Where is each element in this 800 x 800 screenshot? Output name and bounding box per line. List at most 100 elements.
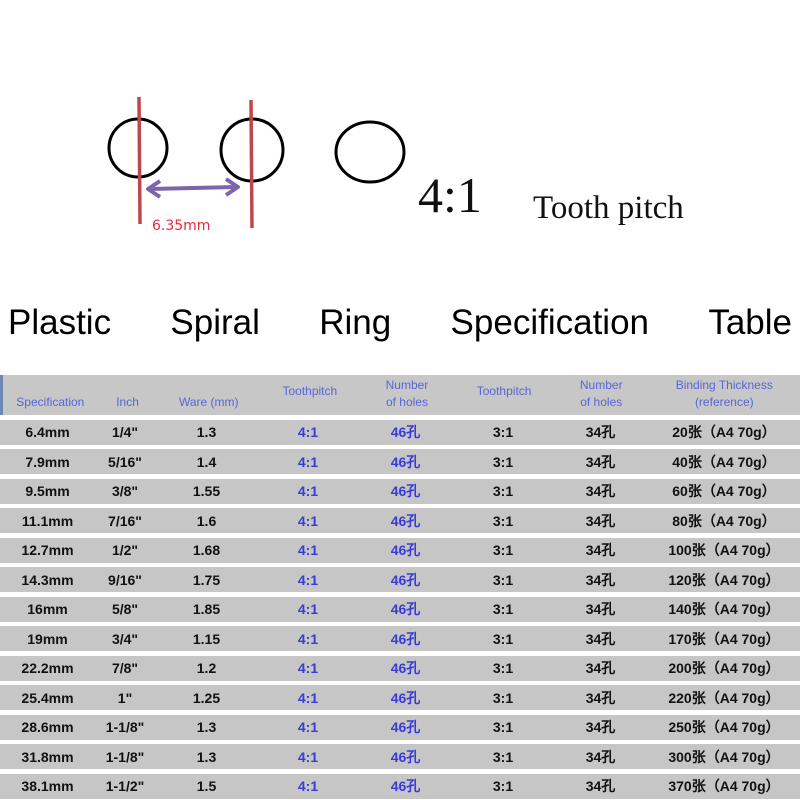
cell-inch: 7/16" <box>108 512 142 529</box>
cell-toothpitch-3-1: 3:1 <box>492 571 514 588</box>
cell-toothpitch-4-1: 4:1 <box>297 483 319 499</box>
pitch-measurement-label: 6.35mm <box>152 218 211 234</box>
cell-holes-4-1: 46孔 <box>390 719 421 735</box>
cell-holes-3-1: 34孔 <box>585 601 616 617</box>
table-row: 22.2mm 7/8" 1.2 4:1 46孔 3:1 34孔 200张（A4 … <box>0 655 800 681</box>
cell-binding-thickness: 80张（A4 70g） <box>672 512 776 529</box>
cell-ware: 1.15 <box>192 630 221 647</box>
title-word: Spiral <box>170 303 260 342</box>
cell-binding-thickness: 370张（A4 70g） <box>668 778 780 794</box>
cell-specification: 9.5mm <box>25 483 70 499</box>
cell-ware: 1.25 <box>192 689 221 706</box>
cell-toothpitch-3-1: 3:1 <box>492 424 514 440</box>
cell-holes-4-1: 46孔 <box>390 483 421 499</box>
cell-holes-4-1: 46孔 <box>390 542 421 558</box>
cell-toothpitch-3-1: 3:1 <box>492 630 514 647</box>
cell-holes-3-1: 34孔 <box>585 512 616 529</box>
table-row: 16mm 5/8" 1.85 4:1 46孔 3:1 34孔 140张（A4 7… <box>0 596 800 622</box>
cell-holes-4-1: 46孔 <box>390 424 421 440</box>
cell-inch: 1/2" <box>111 542 139 558</box>
cell-ware: 1.68 <box>192 542 221 558</box>
cell-binding-thickness: 120张（A4 70g） <box>668 571 780 588</box>
ring-hole-icon <box>334 120 406 184</box>
cell-toothpitch-3-1: 3:1 <box>492 660 514 676</box>
guide-line-icon <box>137 96 142 225</box>
cell-holes-3-1: 34孔 <box>585 778 616 794</box>
table-row: 25.4mm 1" 1.25 4:1 46孔 3:1 34孔 220张（A4 7… <box>0 685 800 710</box>
cell-holes-3-1: 34孔 <box>585 571 616 588</box>
cell-ware: 1.6 <box>196 512 217 529</box>
page-title: Plastic Spiral Ring Specification Table <box>0 305 800 340</box>
cell-holes-3-1: 34孔 <box>585 748 616 765</box>
cell-toothpitch-3-1: 3:1 <box>492 748 514 765</box>
cell-inch: 3/4" <box>111 630 139 647</box>
table-row: 6.4mm 1/4" 1.3 4:1 46孔 3:1 34孔 20张（A4 70… <box>0 419 800 445</box>
ring-pitch-illustration-icon <box>107 96 406 229</box>
cell-holes-3-1: 34孔 <box>585 689 616 706</box>
cell-holes-4-1: 46孔 <box>390 601 421 617</box>
cell-toothpitch-4-1: 4:1 <box>297 689 319 706</box>
cell-holes-4-1: 46孔 <box>390 778 421 794</box>
cell-specification: 16mm <box>27 601 68 617</box>
cell-specification: 31.8mm <box>21 748 74 765</box>
title-word: Ring <box>319 303 392 342</box>
cell-binding-thickness: 300张（A4 70g） <box>668 748 780 765</box>
cell-specification: 38.1mm <box>21 778 74 794</box>
cell-holes-3-1: 34孔 <box>585 453 616 470</box>
cell-toothpitch-4-1: 4:1 <box>297 630 319 647</box>
cell-toothpitch-3-1: 3:1 <box>492 483 514 499</box>
cell-toothpitch-4-1: 4:1 <box>297 778 319 794</box>
table-body: 6.4mm 1/4" 1.3 4:1 46孔 3:1 34孔 20张（A4 70… <box>0 415 800 799</box>
cell-specification: 14.3mm <box>21 571 74 588</box>
column-header-binding-thickness: Binding Thickness (reference) <box>675 378 773 410</box>
table-row: 7.9mm 5/16" 1.4 4:1 46孔 3:1 34孔 40张（A4 7… <box>0 449 800 474</box>
title-word: Specification <box>450 303 649 342</box>
cell-specification: 6.4mm <box>25 424 70 440</box>
cell-holes-4-1: 46孔 <box>390 748 421 765</box>
cell-inch: 3/8" <box>111 483 139 499</box>
column-header-toothpitch-4-1: Toothpitch <box>282 384 338 399</box>
cell-specification: 11.1mm <box>21 512 74 529</box>
cell-inch: 1-1/2" <box>105 778 145 794</box>
cell-specification: 25.4mm <box>21 689 74 706</box>
column-header-specification: Specification <box>16 394 85 409</box>
cell-binding-thickness: 20张（A4 70g） <box>672 424 776 440</box>
column-header-inch: Inch <box>116 394 139 409</box>
cell-toothpitch-4-1: 4:1 <box>297 453 319 470</box>
cell-holes-3-1: 34孔 <box>585 424 616 440</box>
tooth-pitch-ratio: 4:1 <box>418 167 482 223</box>
cell-holes-3-1: 34孔 <box>585 719 616 735</box>
cell-ware: 1.75 <box>192 571 221 588</box>
cell-holes-3-1: 34孔 <box>585 630 616 647</box>
cell-ware: 1.4 <box>196 453 217 470</box>
cell-toothpitch-3-1: 3:1 <box>492 601 514 617</box>
cell-toothpitch-4-1: 4:1 <box>297 571 319 588</box>
cell-binding-thickness: 40张（A4 70g） <box>672 453 776 470</box>
table-row: 28.6mm 1-1/8" 1.3 4:1 46孔 3:1 34孔 250张（A… <box>0 714 800 740</box>
column-header-holes-3-1: Number of holes <box>579 378 623 410</box>
cell-toothpitch-4-1: 4:1 <box>297 542 319 558</box>
cell-toothpitch-3-1: 3:1 <box>492 689 514 706</box>
cell-binding-thickness: 100张（A4 70g） <box>668 542 780 558</box>
cell-specification: 28.6mm <box>21 719 74 735</box>
cell-specification: 7.9mm <box>25 453 70 470</box>
cell-inch: 1-1/8" <box>105 748 145 765</box>
table-row: 12.7mm 1/2" 1.68 4:1 46孔 3:1 34孔 100张（A4… <box>0 537 800 563</box>
cell-ware: 1.55 <box>192 483 221 499</box>
cell-inch: 7/8" <box>111 660 139 676</box>
cell-binding-thickness: 200张（A4 70g） <box>668 660 780 676</box>
cell-holes-3-1: 34孔 <box>585 660 616 676</box>
cell-toothpitch-3-1: 3:1 <box>492 719 514 735</box>
cell-holes-3-1: 34孔 <box>585 483 616 499</box>
cell-toothpitch-4-1: 4:1 <box>297 660 319 676</box>
column-header-holes-4-1: Number of holes <box>385 378 429 410</box>
cell-holes-4-1: 46孔 <box>390 453 421 470</box>
cell-binding-thickness: 60张（A4 70g） <box>672 483 776 499</box>
cell-holes-4-1: 46孔 <box>390 689 421 706</box>
cell-holes-3-1: 34孔 <box>585 542 616 558</box>
cell-inch: 1" <box>117 689 133 706</box>
cell-specification: 19mm <box>27 630 68 647</box>
cell-binding-thickness: 170张（A4 70g） <box>668 630 780 647</box>
cell-inch: 1-1/8" <box>105 719 145 735</box>
title-word: Table <box>708 303 792 342</box>
